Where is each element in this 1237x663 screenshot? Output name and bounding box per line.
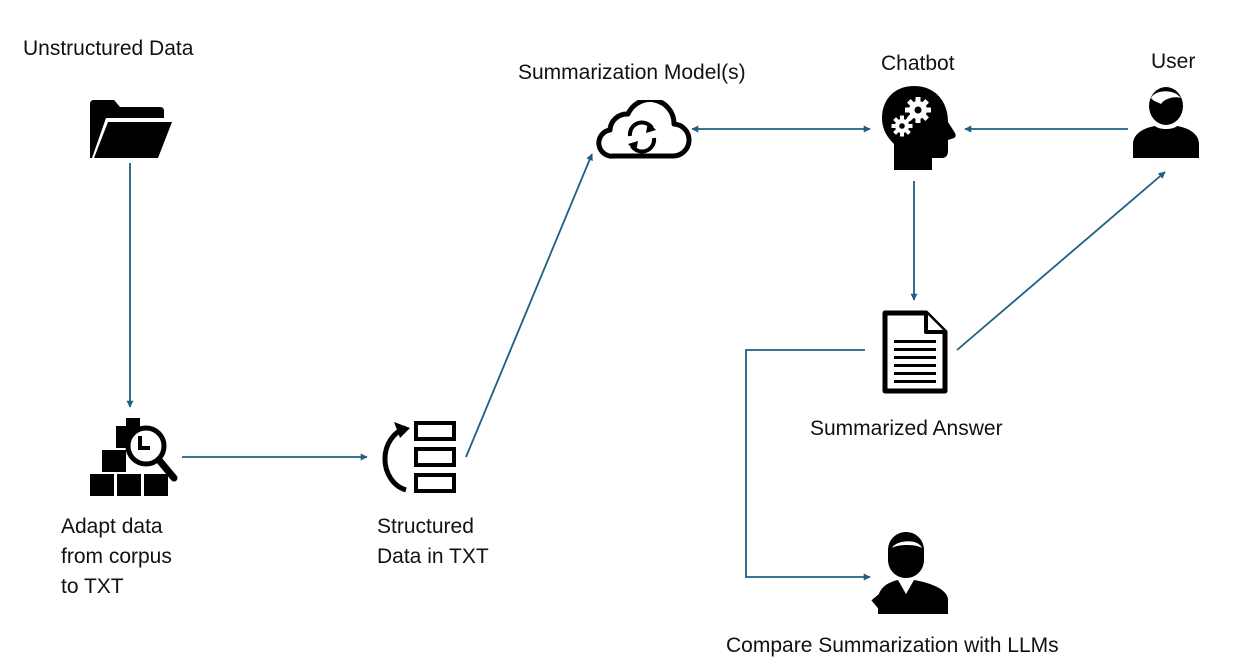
label-user: User <box>1151 50 1196 73</box>
folder-open-icon <box>88 98 174 160</box>
label-unstructured-data: Unstructured Data <box>23 37 194 60</box>
label-chatbot: Chatbot <box>881 52 955 75</box>
arrow-answer-to-compare <box>745 349 871 581</box>
label-summarized-answer: Summarized Answer <box>810 417 1003 440</box>
arrow-structured-to-summarization <box>465 153 593 458</box>
arrow-answer-to-user <box>956 171 1166 351</box>
document-icon <box>882 310 948 394</box>
label-adapt-data: Adapt data from corpus to TXT <box>61 515 172 598</box>
judge-icon <box>868 530 952 614</box>
structured-data-icon <box>380 420 460 496</box>
user-icon <box>1131 84 1201 160</box>
cloud-sync-icon <box>592 100 692 162</box>
label-structured-data: Structured Data in TXT <box>377 515 489 568</box>
search-blocks-icon <box>88 418 178 498</box>
label-summarization-model: Summarization Model(s) <box>518 61 746 84</box>
label-compare-summarization: Compare Summarization with LLMs <box>726 634 1059 657</box>
brain-gears-icon <box>880 84 956 172</box>
